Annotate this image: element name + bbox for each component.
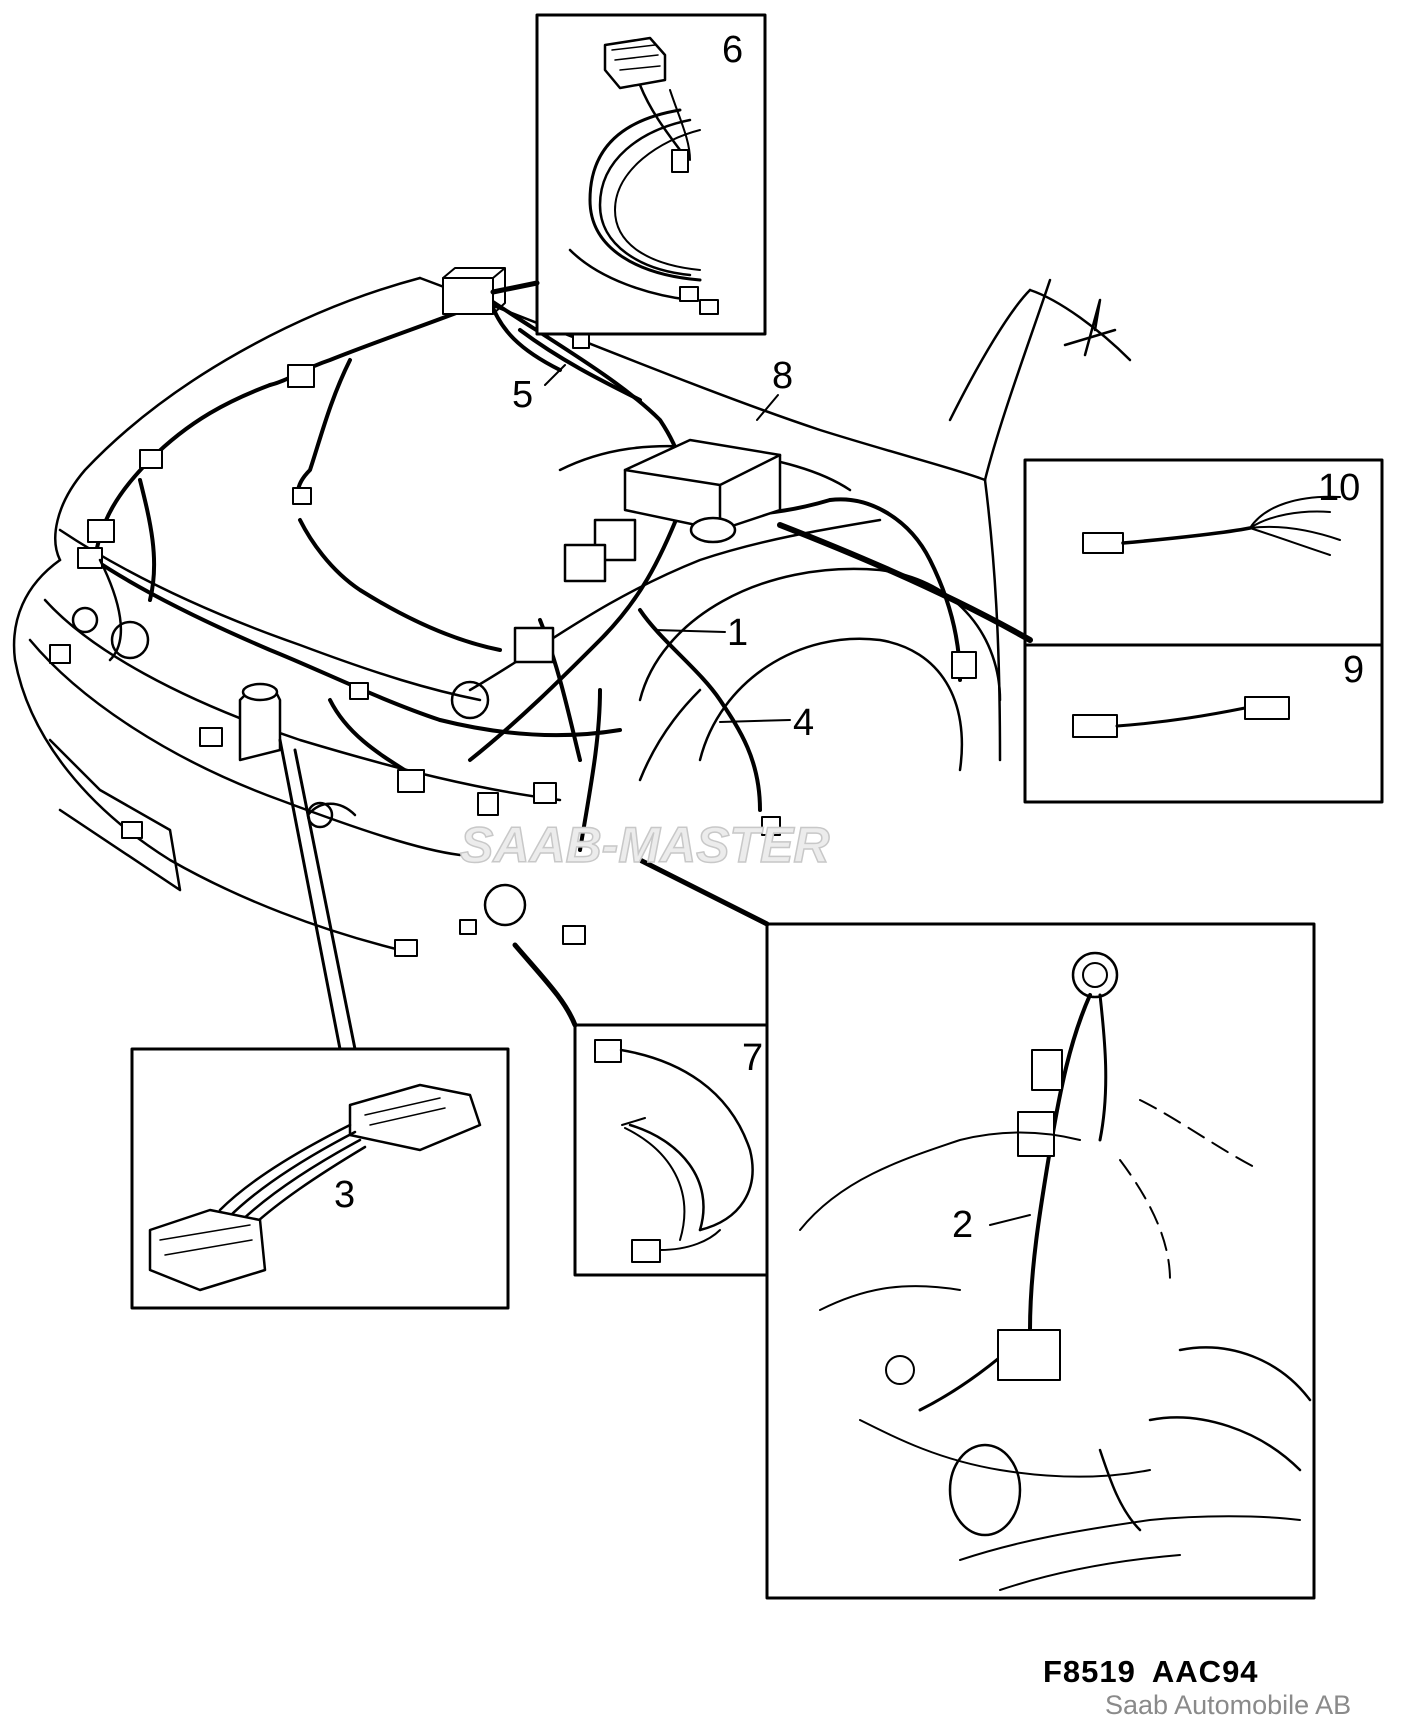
inset-3 xyxy=(130,738,510,1310)
inset-6 xyxy=(490,13,767,336)
callout-5: 5 xyxy=(512,374,533,416)
callout-8: 8 xyxy=(772,355,793,397)
figure-code: F8519 AAC94 xyxy=(1043,1654,1259,1690)
figure-code-part1: F8519 xyxy=(1043,1654,1136,1689)
callout-4: 4 xyxy=(793,702,814,744)
callout-labels: 1 2 3 4 5 6 7 8 9 10 xyxy=(334,29,1364,1246)
leader-9-10 xyxy=(777,522,1033,643)
callout-3: 3 xyxy=(334,1174,355,1216)
inset-10 xyxy=(1023,458,1384,647)
inset-9 xyxy=(1023,643,1384,804)
callout-1: 1 xyxy=(727,612,748,654)
callout-leaders xyxy=(544,364,1031,1226)
inset-2 xyxy=(637,857,1316,1600)
harness-connectors xyxy=(49,267,977,957)
inset-7 xyxy=(512,942,786,1277)
figure-code-part2: AAC94 xyxy=(1151,1654,1259,1689)
credit-text: Saab Automobile AB xyxy=(1105,1690,1352,1720)
callout-7: 7 xyxy=(742,1037,763,1079)
callout-6: 6 xyxy=(722,29,743,71)
engine-components xyxy=(71,438,782,927)
callout-9: 9 xyxy=(1343,649,1364,691)
watermark: SAAB-MASTER xyxy=(460,817,829,873)
callout-2: 2 xyxy=(952,1204,973,1246)
callout-10: 10 xyxy=(1318,467,1360,509)
